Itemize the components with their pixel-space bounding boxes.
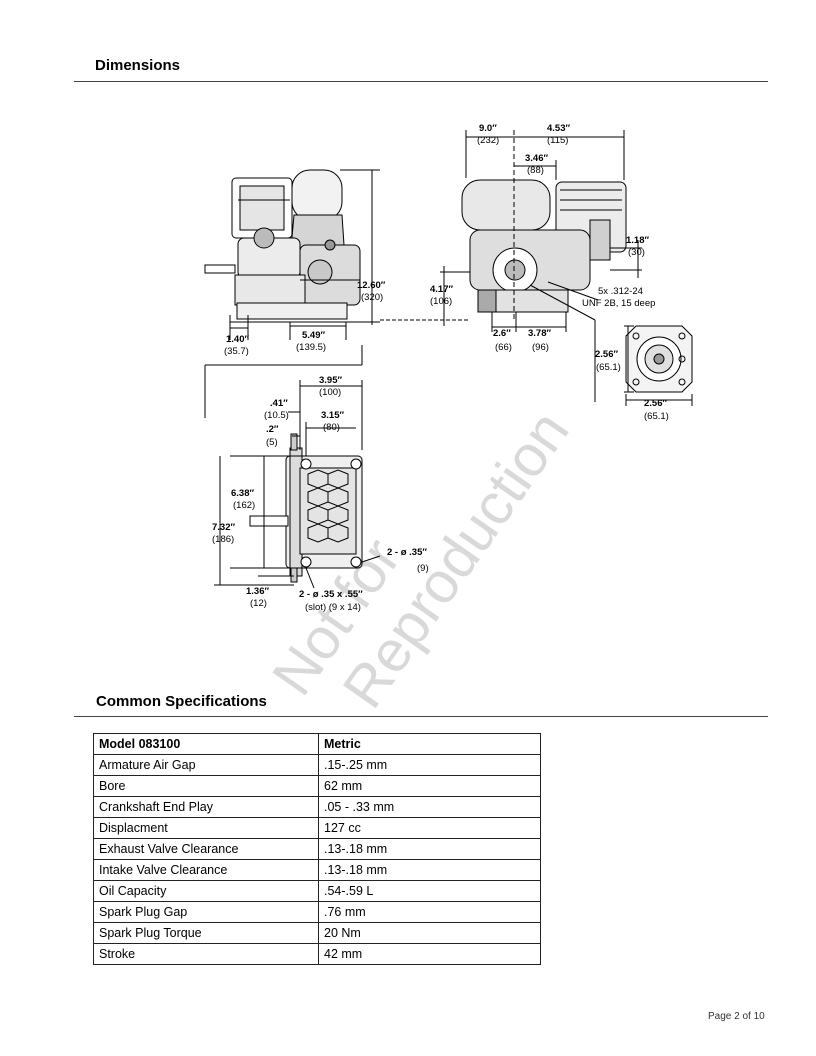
flange-w-mm: (65.1) xyxy=(644,411,669,422)
spec-value: 127 cc xyxy=(318,817,541,839)
front-b1-in: 2.6″ xyxy=(493,328,511,339)
front-w1-mm: (232) xyxy=(477,135,499,146)
table-row: Armature Air Gap.15-.25 mm xyxy=(93,754,541,776)
spec-name: Bore xyxy=(93,775,319,797)
base-h2-mm: (186) xyxy=(212,534,234,545)
side-height-in: 12.60″ xyxy=(357,280,386,291)
base-c-mm: (80) xyxy=(323,422,340,433)
side-depth-in: 5.49″ xyxy=(302,330,325,341)
front-b2-mm: (96) xyxy=(532,342,549,353)
specs-rule xyxy=(74,716,768,717)
spec-name: Stroke xyxy=(93,943,319,965)
front-w3-mm: (88) xyxy=(527,165,544,176)
table-row: Spark Plug Gap.76 mm xyxy=(93,901,541,923)
base-slot-mm: (slot) (9 x 14) xyxy=(305,602,361,613)
front-thread-depth: UNF 2B, 15 deep xyxy=(582,298,655,309)
front-w2-in: 4.53″ xyxy=(547,123,570,134)
flange-w-in: 2.56″ xyxy=(644,398,667,409)
front-b1-mm: (66) xyxy=(495,342,512,353)
base-hole-in: 2 - ø .35″ xyxy=(387,547,427,558)
base-b-mm: (5) xyxy=(266,437,278,448)
header-model: Model 083100 xyxy=(93,733,319,755)
spec-value: .15-.25 mm xyxy=(318,754,541,776)
page-number: Page 2 of 10 xyxy=(708,1011,765,1022)
front-w2-mm: (115) xyxy=(547,135,568,146)
front-thread-spec: 5x .312-24 xyxy=(598,286,643,297)
flange-h-mm: (65.1) xyxy=(596,362,621,373)
base-hole-mm: (9) xyxy=(417,563,429,574)
base-h2-in: 7.32″ xyxy=(212,522,235,533)
spec-table: Model 083100 Metric Armature Air Gap.15-… xyxy=(93,733,541,965)
dimensions-rule xyxy=(74,81,768,82)
front-w1-in: 9.0″ xyxy=(479,123,497,134)
base-w1-mm: (100) xyxy=(319,387,341,398)
side-shaft-in: 1.40″ xyxy=(226,334,249,345)
base-view xyxy=(249,433,363,583)
base-a-in: .41″ xyxy=(270,398,288,409)
table-row: Exhaust Valve Clearance.13-.18 mm xyxy=(93,838,541,860)
front-view-engine xyxy=(461,179,627,313)
side-view-engine xyxy=(204,169,361,320)
spec-value: .05 - .33 mm xyxy=(318,796,541,818)
dimensions-title: Dimensions xyxy=(95,57,181,74)
spec-name: Crankshaft End Play xyxy=(93,796,319,818)
base-w1-in: 3.95″ xyxy=(319,375,342,386)
base-c-in: 3.15″ xyxy=(321,410,344,421)
header-metric: Metric xyxy=(318,733,541,755)
spec-name: Intake Valve Clearance xyxy=(93,859,319,881)
spec-name: Oil Capacity xyxy=(93,880,319,902)
spec-name: Displacment xyxy=(93,817,319,839)
spec-name: Spark Plug Torque xyxy=(93,922,319,944)
spec-value: .13-.18 mm xyxy=(318,838,541,860)
front-h2-in: 4.17″ xyxy=(430,284,453,295)
flange-h-in: 2.56″ xyxy=(595,349,618,360)
base-h1-in: 6.38″ xyxy=(231,488,254,499)
front-h1-mm: (30) xyxy=(628,247,645,258)
side-shaft-mm: (35.7) xyxy=(224,346,249,357)
table-row: Intake Valve Clearance.13-.18 mm xyxy=(93,859,541,881)
spec-name: Exhaust Valve Clearance xyxy=(93,838,319,860)
front-w3-in: 3.46″ xyxy=(525,153,548,164)
specs-title: Common Specifications xyxy=(96,693,267,710)
flange-detail xyxy=(625,325,693,393)
spec-value: .13-.18 mm xyxy=(318,859,541,881)
front-h2-mm: (106) xyxy=(430,296,452,307)
spec-value: 62 mm xyxy=(318,775,541,797)
base-b-in: .2″ xyxy=(266,424,279,435)
table-row: Oil Capacity.54-.59 L xyxy=(93,880,541,902)
base-h3-mm: (12) xyxy=(250,598,267,609)
side-depth-mm: (139.5) xyxy=(296,342,326,353)
base-slot-in: 2 - ø .35 x .55″ xyxy=(299,589,363,600)
spec-name: Spark Plug Gap xyxy=(93,901,319,923)
spec-value: 42 mm xyxy=(318,943,541,965)
front-h1-in: 1.18″ xyxy=(626,235,649,246)
base-h3-in: 1.36″ xyxy=(246,586,269,597)
side-height-mm: (320) xyxy=(361,292,383,303)
spec-table-header: Model 083100 Metric xyxy=(93,733,541,755)
table-row: Crankshaft End Play.05 - .33 mm xyxy=(93,796,541,818)
spec-value: .54-.59 L xyxy=(318,880,541,902)
front-b2-in: 3.78″ xyxy=(528,328,551,339)
spec-name: Armature Air Gap xyxy=(93,754,319,776)
base-h1-mm: (162) xyxy=(233,500,255,511)
spec-value: 20 Nm xyxy=(318,922,541,944)
base-a-mm: (10.5) xyxy=(264,410,289,421)
spec-value: .76 mm xyxy=(318,901,541,923)
